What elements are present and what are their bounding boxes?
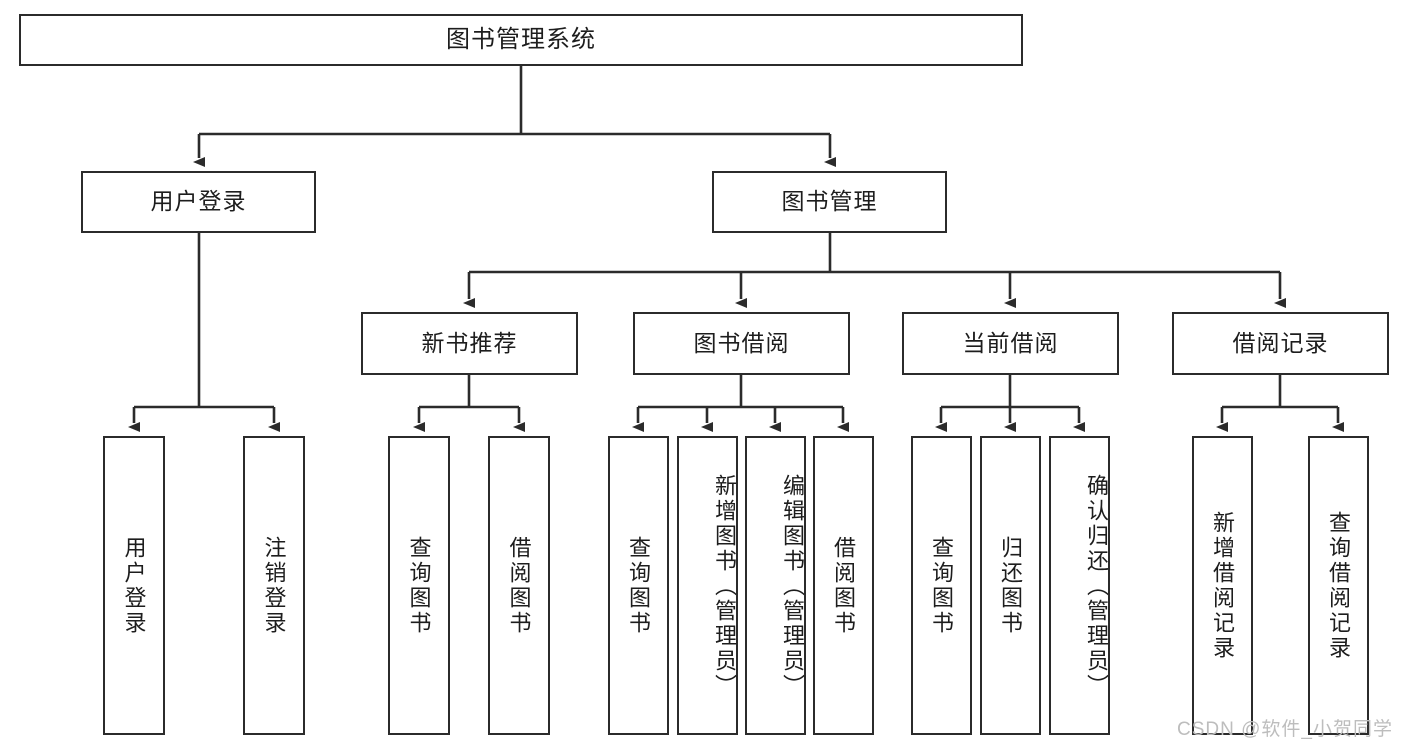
node-user-login[interactable]: 用户登录 bbox=[81, 171, 316, 233]
node-new-book-recommend[interactable]: 新书推荐 bbox=[361, 312, 578, 375]
leaf-current-return-book[interactable]: 归还图书 bbox=[980, 436, 1041, 735]
node-book-borrow[interactable]: 图书借阅 bbox=[633, 312, 850, 375]
leaf-user-login-signin[interactable]: 用户登录 bbox=[103, 436, 165, 735]
node-root-book-management-system[interactable]: 图书管理系统 bbox=[19, 14, 1023, 66]
leaf-borrow-add-book-admin[interactable]: 新增图书（管理员） bbox=[677, 436, 738, 735]
leaf-borrow-borrow-book[interactable]: 借阅图书 bbox=[813, 436, 874, 735]
leaf-borrow-edit-book-admin[interactable]: 编辑图书（管理员） bbox=[745, 436, 806, 735]
leaf-borrow-query-book[interactable]: 查询图书 bbox=[608, 436, 669, 735]
leaf-current-confirm-return-admin[interactable]: 确认归还（管理员） bbox=[1049, 436, 1110, 735]
node-borrow-records[interactable]: 借阅记录 bbox=[1172, 312, 1389, 375]
leaf-new-book-borrow[interactable]: 借阅图书 bbox=[488, 436, 550, 735]
node-book-management[interactable]: 图书管理 bbox=[712, 171, 947, 233]
leaf-records-add-record[interactable]: 新增借阅记录 bbox=[1192, 436, 1253, 735]
leaf-user-login-signout[interactable]: 注销登录 bbox=[243, 436, 305, 735]
leaf-new-book-query[interactable]: 查询图书 bbox=[388, 436, 450, 735]
node-current-borrow[interactable]: 当前借阅 bbox=[902, 312, 1119, 375]
leaf-records-query-record[interactable]: 查询借阅记录 bbox=[1308, 436, 1369, 735]
leaf-current-query-book[interactable]: 查询图书 bbox=[911, 436, 972, 735]
